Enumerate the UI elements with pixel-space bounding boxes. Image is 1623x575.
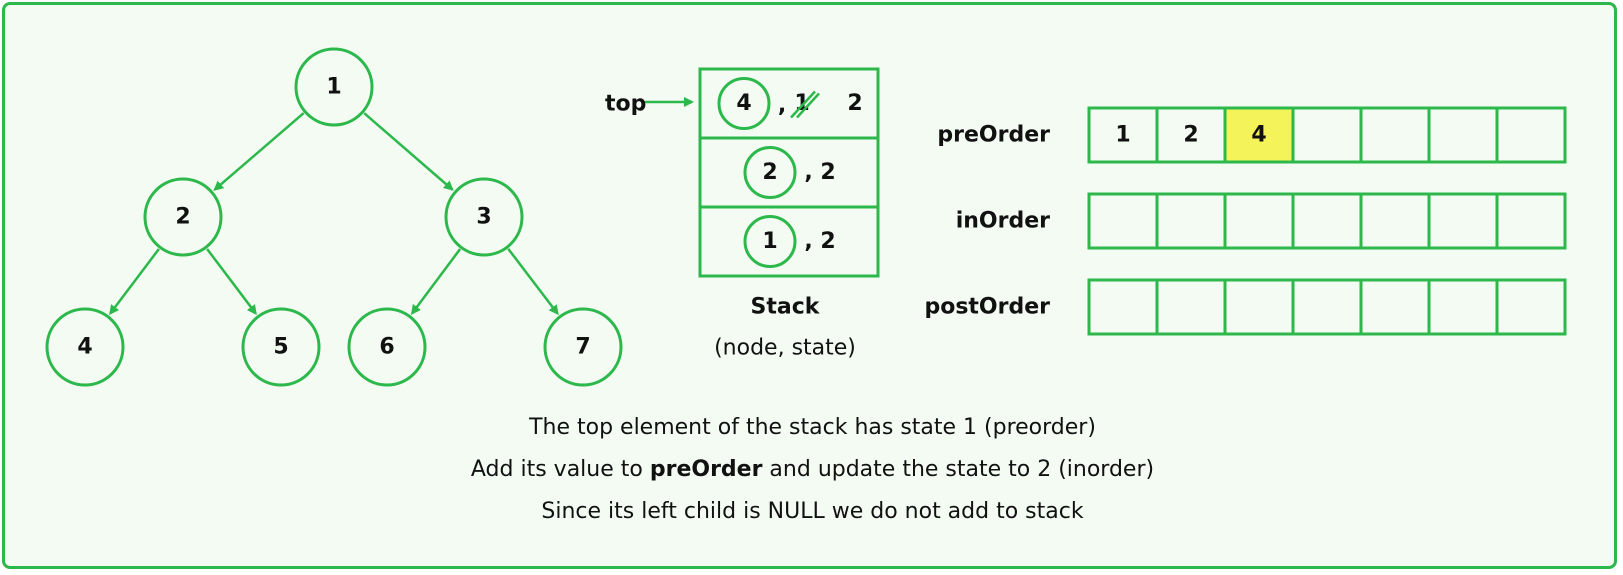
- array-cell-highlighted: [1223, 106, 1295, 164]
- strike-mark: [796, 92, 820, 119]
- array-label: inOrder: [956, 209, 1050, 234]
- array-cell: [1291, 106, 1363, 164]
- tree-node-label: 2: [175, 205, 190, 230]
- stack-node-label: 1: [762, 229, 777, 254]
- stack-state: , 2: [804, 160, 835, 185]
- caption-line-1: The top element of the stack has state 1…: [529, 415, 1096, 440]
- tree-node-4: 4: [45, 307, 125, 387]
- caption-line-3: Since its left child is NULL we do not a…: [541, 499, 1084, 524]
- stack-node-circle: [743, 146, 797, 199]
- postOrder-array: postOrder: [924, 278, 1567, 336]
- inOrder-array: inOrder: [956, 192, 1567, 250]
- array-cell: [1495, 278, 1567, 336]
- array-cell: [1427, 278, 1499, 336]
- array-cell: [1087, 106, 1159, 164]
- tree-node-label: 3: [476, 205, 491, 230]
- tree-node-5: 5: [241, 307, 321, 387]
- tree-node-circle: [444, 177, 524, 257]
- tree-edge-1-2: [213, 112, 305, 191]
- caption-line-2-pre: Add its value to: [470, 457, 650, 482]
- array-cell: [1427, 106, 1499, 164]
- stack-subtitle: (node, state): [714, 336, 856, 361]
- tree-node-circle: [347, 307, 427, 387]
- tree-node-circle: [241, 307, 321, 387]
- stack-state: 2: [847, 91, 862, 116]
- tree-node-label: 6: [379, 335, 394, 360]
- tree-node-circle: [543, 307, 623, 387]
- tree-node-7: 7: [543, 307, 623, 387]
- tree-node-circle: [45, 307, 125, 387]
- array-cell: [1223, 278, 1295, 336]
- caption-line-2: Add its value to preOrder and update the…: [5, 457, 1614, 482]
- tree-node-label: 1: [326, 75, 341, 100]
- stack-entry: 2 , 2: [698, 136, 880, 209]
- tree-node-label: 7: [575, 335, 590, 360]
- array-cell: [1087, 278, 1159, 336]
- tree-edge-2-5: [206, 248, 257, 316]
- array-cell: [1155, 106, 1227, 164]
- tree-node-3: 3: [444, 177, 524, 257]
- array-cell-value: 1: [1115, 123, 1130, 148]
- strike-mark: [790, 90, 816, 119]
- stack-top-label: top: [605, 92, 646, 117]
- stack-title: Stack: [751, 295, 821, 320]
- stack-node-circle: [743, 215, 797, 268]
- stack-entry: 1 , 2: [698, 205, 880, 278]
- array-label: postOrder: [924, 295, 1050, 320]
- array-cell: [1155, 278, 1227, 336]
- array-cell: [1155, 192, 1227, 250]
- tree-node-1: 1: [294, 47, 374, 127]
- stack-node-circle: [717, 77, 771, 130]
- array-label: preOrder: [937, 123, 1050, 148]
- tree-node-circle: [294, 47, 374, 127]
- stack-node-label: 2: [762, 160, 777, 185]
- array-cell: [1359, 106, 1431, 164]
- caption-line-2-post: and update the state to 2 (inorder): [762, 457, 1155, 482]
- preOrder-array: preOrder 1 2 4: [937, 106, 1567, 164]
- array-cell: [1359, 278, 1431, 336]
- tree-edge-1-3: [363, 112, 454, 191]
- tree-edge-2-4: [109, 248, 160, 316]
- array-cell-value: 4: [1251, 123, 1266, 148]
- array-cell: [1291, 278, 1363, 336]
- stack-state: , 2: [804, 229, 835, 254]
- tree-edges: [109, 112, 559, 316]
- tree-node-label: 4: [77, 335, 92, 360]
- array-cell: [1427, 192, 1499, 250]
- tree-nodes: 1 2 3 4 5 6 7: [45, 47, 623, 387]
- stack-node-label: 4: [736, 91, 751, 116]
- array-cell: [1291, 192, 1363, 250]
- array-cell: [1223, 192, 1295, 250]
- array-cell: [1495, 106, 1567, 164]
- caption-line-2-bold: preOrder: [649, 457, 763, 482]
- tree-node-circle: [143, 177, 223, 257]
- tree-edge-3-7: [507, 248, 559, 316]
- array-cell: [1087, 192, 1159, 250]
- stack-separator: ,: [778, 93, 786, 118]
- tree-node-6: 6: [347, 307, 427, 387]
- array-cell-value: 2: [1183, 123, 1198, 148]
- tree-edge-3-6: [410, 248, 462, 315]
- array-cell: [1495, 192, 1567, 250]
- array-cell: [1359, 192, 1431, 250]
- tree-node-label: 5: [273, 335, 288, 360]
- tree-node-2: 2: [143, 177, 223, 257]
- traversal-arrays: preOrder 1 2 4 inOrder postOrder: [924, 106, 1567, 336]
